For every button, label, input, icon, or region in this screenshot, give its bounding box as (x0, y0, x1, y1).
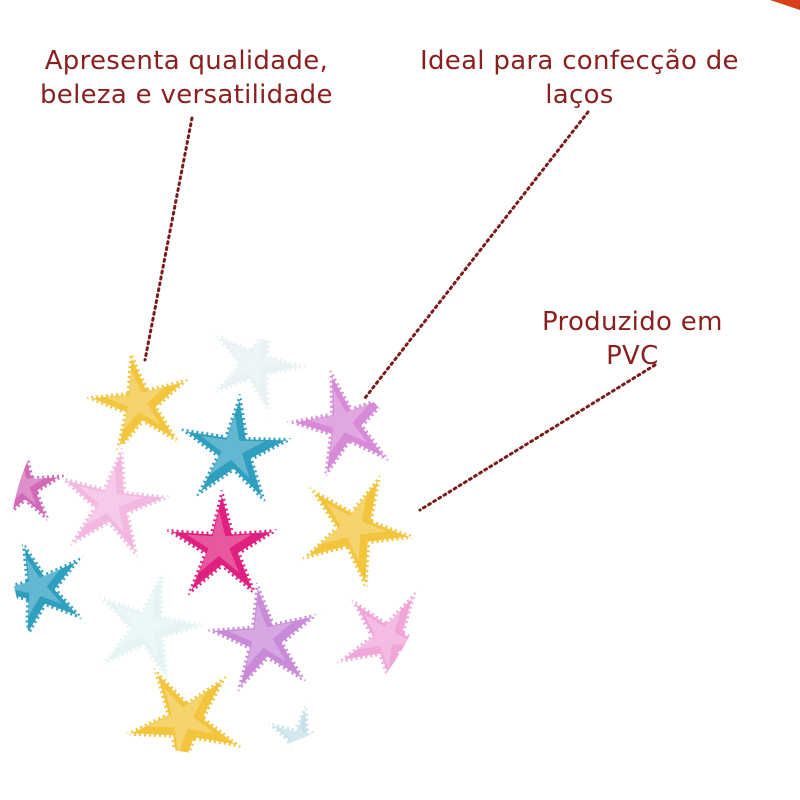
callout-line: beleza e versatilidade (40, 80, 333, 110)
starfish-highlight (228, 603, 293, 668)
callout-bows: Ideal para confecção de laços (420, 44, 739, 112)
starfish-applique (175, 387, 298, 508)
starfish-highlight (321, 495, 387, 562)
callout-line: Ideal para confecção de (420, 46, 739, 76)
starfish-highlight (355, 609, 417, 669)
callout-pvc: Produzido em PVC (542, 305, 723, 373)
starfish-highlight (186, 510, 252, 573)
starfish-highlight (105, 370, 166, 431)
starfish-applique (93, 565, 213, 689)
starfish-highlight (10, 460, 46, 505)
leader-line-2 (363, 110, 590, 400)
starfish-applique (118, 663, 247, 755)
leader-line-1 (143, 116, 194, 362)
callout-line: PVC (606, 341, 659, 371)
starfish-circle-photo (10, 335, 430, 755)
leader-line-3 (418, 363, 657, 512)
starfish-applique (10, 535, 89, 646)
starfish-applique (160, 483, 284, 601)
starfish-highlight (226, 335, 283, 392)
starfish-highlight (200, 415, 266, 479)
starfish-highlight (147, 688, 215, 755)
starfish-applique (201, 576, 324, 698)
callout-line: laços (545, 80, 614, 110)
starfish-applique (80, 345, 194, 460)
starfish-applique (206, 335, 313, 421)
starfish-highlight (78, 468, 143, 533)
starfish-highlight (116, 592, 180, 657)
callout-line: Produzido em (542, 307, 723, 337)
starfish-highlight (10, 558, 63, 617)
starfish-applique (54, 441, 176, 564)
starfish-highlight (309, 390, 370, 453)
starfish-applique (332, 587, 430, 701)
starfish-applique (296, 469, 421, 596)
callout-line: Apresenta qualidade, (44, 46, 329, 76)
corner-accent (770, 0, 800, 10)
callout-quality: Apresenta qualidade, beleza e versatilid… (40, 44, 333, 112)
starfish-applique (10, 440, 71, 527)
